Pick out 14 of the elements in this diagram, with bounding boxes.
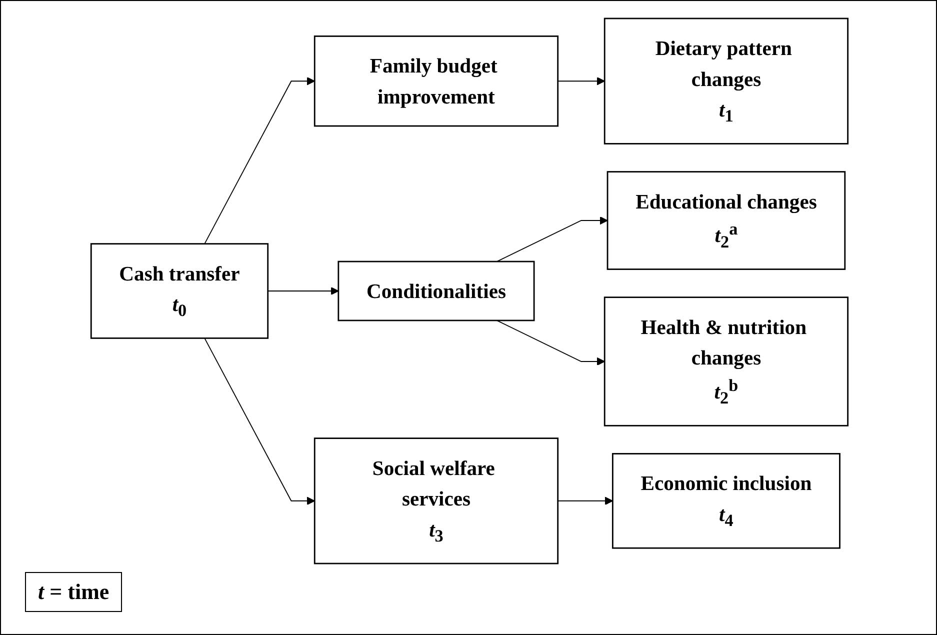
arrow [557,76,606,86]
node-box: Cash transfer t$_{0}$ [90,243,269,339]
arrow [267,286,339,296]
node-box: Family budget improvement [314,36,559,127]
node-box: Conditionalities [338,260,535,322]
key-note: t = time [25,572,122,612]
arrow [557,496,614,506]
node-box: Dietary pattern changes t$_{1}$ [604,18,849,144]
node-box: Social welfare services t$_{3}$ [314,438,559,564]
arrow [204,338,316,506]
node-box: Economic inclusion t$_{4}$ [612,453,840,549]
arrow [496,320,606,366]
arrow [496,216,608,262]
arrow [204,76,316,244]
